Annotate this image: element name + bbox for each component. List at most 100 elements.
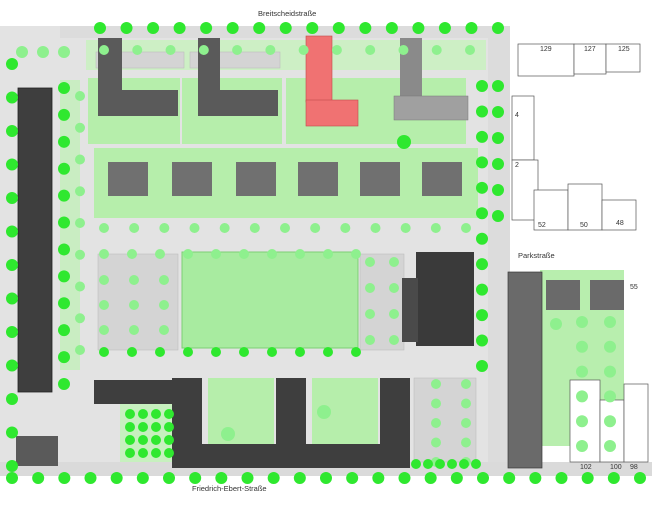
tree bbox=[110, 472, 123, 484]
tree bbox=[6, 292, 18, 305]
tree bbox=[461, 379, 471, 389]
tree bbox=[138, 448, 148, 458]
tree bbox=[58, 297, 70, 310]
tree bbox=[6, 125, 18, 137]
tree bbox=[129, 325, 139, 335]
tree bbox=[365, 335, 375, 345]
tree bbox=[340, 223, 351, 233]
tree bbox=[372, 472, 385, 484]
tree bbox=[75, 154, 85, 165]
tree bbox=[239, 347, 249, 357]
tree bbox=[253, 22, 266, 34]
tree bbox=[6, 359, 18, 372]
tree bbox=[477, 472, 489, 484]
house-number: 50 bbox=[580, 222, 588, 229]
building-south-b bbox=[276, 378, 306, 468]
tree bbox=[423, 459, 433, 469]
tree bbox=[155, 347, 165, 357]
tree bbox=[6, 58, 18, 70]
tree bbox=[492, 210, 504, 222]
tree bbox=[492, 106, 504, 118]
tree bbox=[323, 347, 333, 357]
building-north-b-wing bbox=[220, 90, 278, 116]
tree bbox=[267, 472, 280, 484]
tree bbox=[431, 418, 441, 428]
tree bbox=[604, 390, 616, 403]
tree bbox=[295, 347, 305, 357]
house-number: 100 bbox=[610, 464, 622, 471]
building-south-wing-left bbox=[94, 380, 172, 404]
tree bbox=[58, 46, 70, 58]
tree bbox=[159, 300, 169, 310]
tree bbox=[295, 249, 305, 259]
tree bbox=[555, 472, 568, 484]
tree bbox=[226, 22, 239, 34]
house-number: 129 bbox=[540, 46, 552, 53]
neighbour-right-50 bbox=[567, 183, 603, 231]
tree bbox=[398, 45, 409, 55]
green-central-field bbox=[181, 251, 359, 349]
tree bbox=[58, 135, 70, 148]
tree bbox=[431, 398, 441, 409]
tree bbox=[576, 390, 588, 403]
neighbour-bottom-98 bbox=[623, 383, 649, 463]
tree bbox=[424, 472, 437, 484]
tree bbox=[435, 459, 445, 469]
building-southwest-small bbox=[16, 436, 58, 466]
tree bbox=[400, 223, 411, 233]
tree bbox=[412, 22, 425, 34]
tree bbox=[164, 409, 174, 419]
tree bbox=[267, 347, 277, 357]
tree bbox=[365, 45, 376, 55]
tree bbox=[503, 472, 516, 484]
tree bbox=[604, 316, 616, 328]
tree bbox=[604, 365, 616, 378]
tree bbox=[155, 249, 165, 259]
building-south-link-2 bbox=[304, 444, 384, 468]
building-south-a bbox=[172, 378, 202, 468]
neighbour-127 bbox=[573, 43, 607, 75]
house-6 bbox=[422, 162, 462, 196]
tree bbox=[129, 275, 139, 285]
tree bbox=[99, 223, 109, 233]
tree bbox=[200, 22, 213, 34]
house-number: 52 bbox=[538, 222, 546, 229]
tree bbox=[471, 459, 481, 469]
tree bbox=[99, 275, 109, 285]
road-east-strip bbox=[488, 26, 510, 476]
tree bbox=[492, 22, 504, 34]
neighbour-bottom-100 bbox=[599, 399, 625, 463]
tree bbox=[604, 340, 616, 353]
tree bbox=[431, 45, 442, 55]
tree bbox=[6, 158, 18, 171]
tree bbox=[476, 130, 488, 143]
tree bbox=[389, 335, 399, 345]
parking-east bbox=[359, 253, 405, 351]
tree bbox=[465, 22, 478, 34]
tree bbox=[219, 223, 230, 233]
tree bbox=[476, 207, 488, 220]
tree bbox=[58, 216, 70, 229]
building-north-gray-wing bbox=[393, 95, 469, 121]
tree bbox=[58, 108, 70, 121]
tree bbox=[459, 459, 469, 469]
road-south-strip bbox=[0, 462, 652, 476]
tree bbox=[476, 309, 488, 322]
tree bbox=[151, 435, 161, 445]
building-south-c bbox=[380, 378, 410, 468]
tree bbox=[607, 472, 620, 484]
tree bbox=[58, 324, 70, 337]
building-highlight-main bbox=[305, 35, 333, 103]
tree bbox=[94, 22, 106, 34]
tree bbox=[430, 223, 441, 233]
tree bbox=[332, 22, 345, 34]
tree bbox=[370, 223, 381, 233]
tree bbox=[84, 472, 97, 484]
tree bbox=[465, 45, 475, 55]
tree bbox=[164, 448, 174, 458]
tree bbox=[75, 313, 85, 324]
tree bbox=[75, 281, 85, 292]
tree bbox=[576, 440, 588, 452]
tree bbox=[320, 472, 332, 484]
